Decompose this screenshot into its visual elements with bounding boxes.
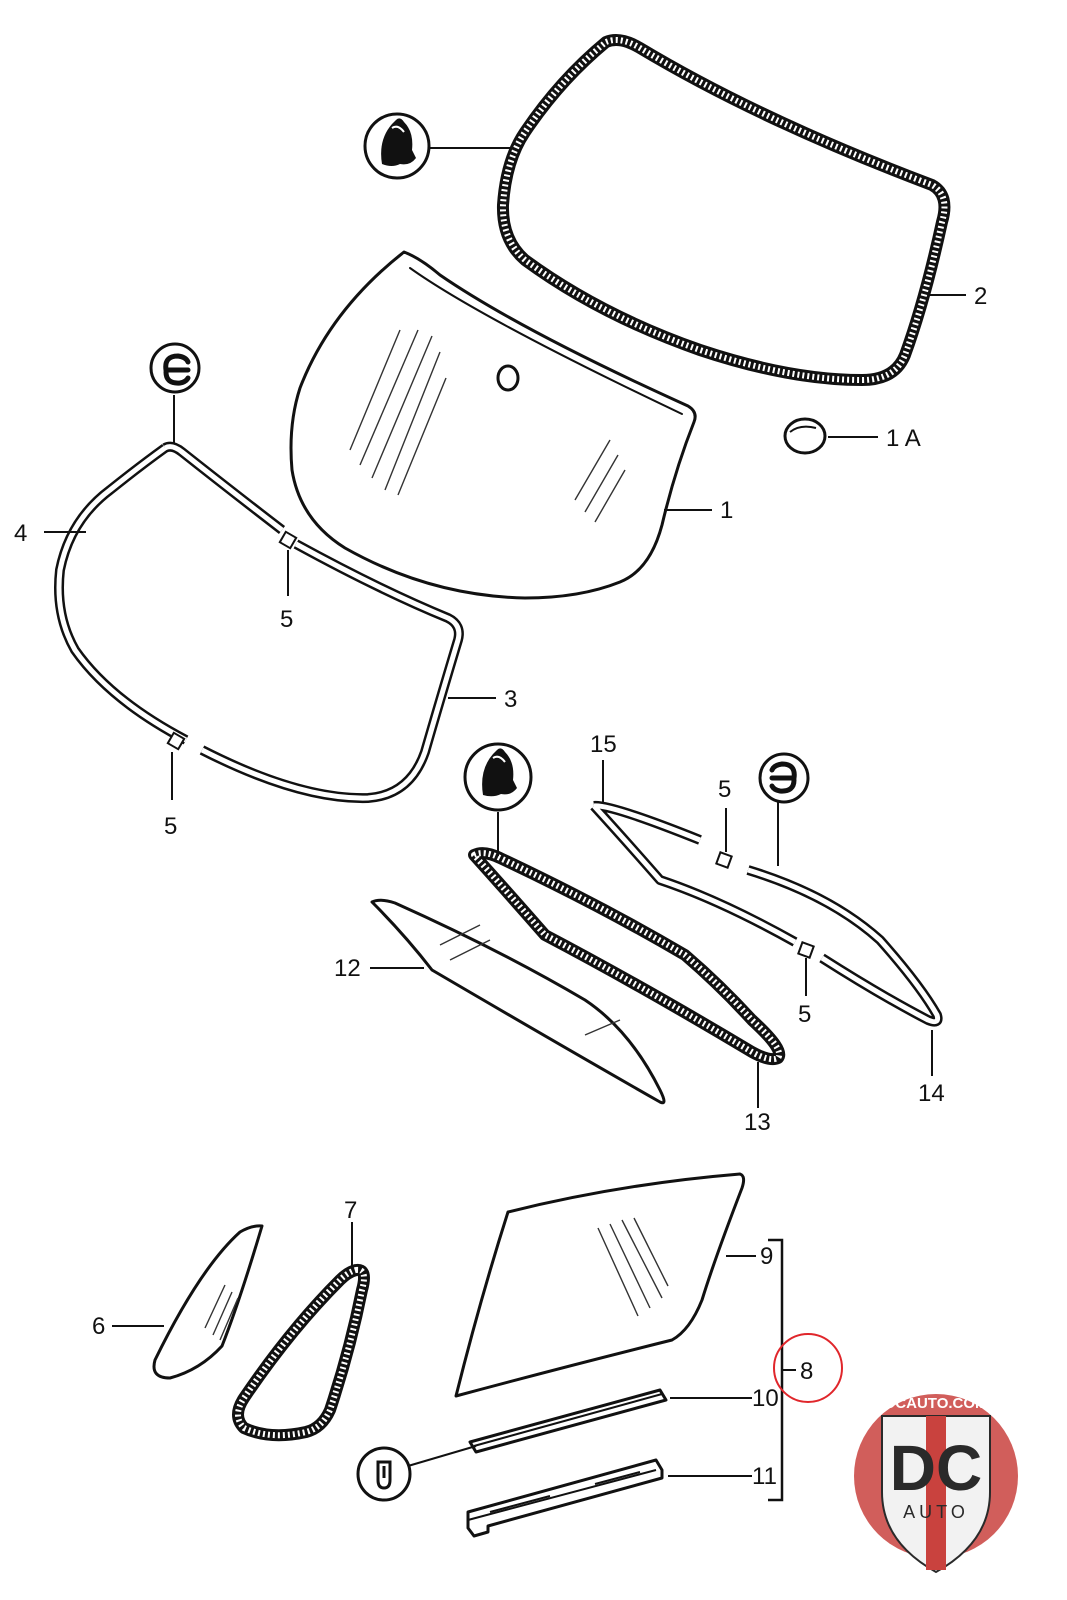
label-part-9: 9 bbox=[760, 1243, 773, 1270]
label-part-10: 10 bbox=[752, 1385, 779, 1412]
part-10-glass-channel bbox=[468, 1388, 668, 1454]
label-part-7: 7 bbox=[344, 1197, 357, 1224]
label-part-6: 6 bbox=[92, 1313, 105, 1340]
label-part-5-upper: 5 bbox=[280, 606, 293, 633]
label-part-2: 2 bbox=[974, 283, 987, 310]
label-part-3: 3 bbox=[504, 686, 517, 713]
part-2-windshield-seal bbox=[496, 34, 951, 386]
part-1a-plug bbox=[783, 417, 827, 455]
label-part-8: 8 bbox=[800, 1358, 813, 1385]
part-14-quarter-trim bbox=[590, 800, 943, 1027]
label-part-14: 14 bbox=[918, 1080, 945, 1107]
clip-symbol-icon bbox=[149, 342, 201, 394]
part-9-door-glass bbox=[454, 1172, 746, 1398]
group-8-bracket bbox=[768, 1238, 796, 1502]
label-part-1a: 1 A bbox=[886, 425, 921, 452]
label-part-1: 1 bbox=[720, 497, 733, 524]
part-13-quarter-seal bbox=[468, 847, 786, 1066]
label-part-15: 15 bbox=[590, 731, 617, 758]
label-part-5-quarter-bottom: 5 bbox=[798, 1001, 811, 1028]
part-6-vent-glass bbox=[152, 1224, 264, 1380]
dcauto-logo: DCAUTO.COM DC AUTO bbox=[854, 1394, 1018, 1574]
part-12-quarter-glass bbox=[370, 898, 666, 1105]
label-part-11: 11 bbox=[752, 1463, 777, 1490]
part-11-lower-channel bbox=[466, 1458, 664, 1538]
label-part-5-quarter-top: 5 bbox=[718, 776, 731, 803]
label-part-4: 4 bbox=[14, 520, 27, 547]
part-3-windshield-trim bbox=[54, 441, 464, 804]
label-part-13: 13 bbox=[744, 1109, 771, 1136]
logo-site-text: DCAUTO.COM bbox=[884, 1395, 987, 1412]
sealant-symbol-icon bbox=[363, 112, 431, 180]
highlight-circle bbox=[773, 1333, 843, 1403]
part-7-vent-seal bbox=[232, 1263, 370, 1442]
adhesive-symbol-icon bbox=[356, 1446, 412, 1502]
clip-symbol-icon-2 bbox=[758, 752, 810, 804]
label-part-12: 12 bbox=[334, 955, 361, 982]
logo-initials: DC bbox=[890, 1432, 982, 1504]
logo-word: AUTO bbox=[903, 1502, 969, 1522]
label-part-5-lower: 5 bbox=[164, 813, 177, 840]
part-1-windshield-glass bbox=[289, 250, 697, 600]
sealant-symbol-icon-2 bbox=[463, 742, 533, 812]
